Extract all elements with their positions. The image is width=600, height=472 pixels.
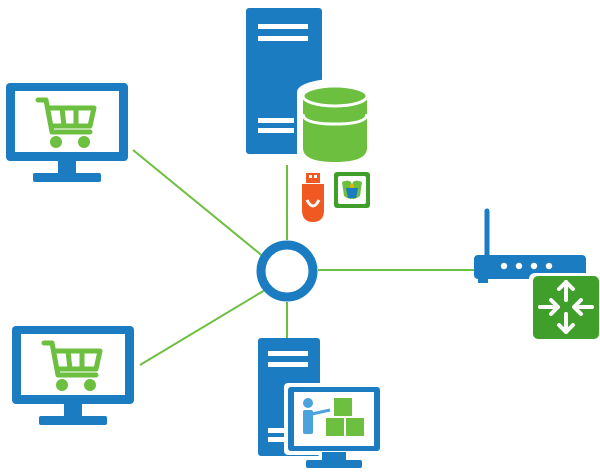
router[interactable]: [474, 208, 600, 341]
router-foot: [478, 277, 488, 283]
server-slot: [268, 351, 308, 356]
server-slot: [268, 437, 298, 442]
server-slot: [268, 428, 298, 433]
link-shop-top: [132, 149, 266, 259]
monitor-neck: [58, 161, 76, 175]
presentation-display-icon: [284, 383, 384, 468]
server-slot: [258, 24, 308, 29]
router-led: [515, 262, 523, 270]
database-icon: [297, 79, 373, 170]
monitor-screen: [15, 91, 119, 152]
monitor-screen: [21, 334, 125, 395]
link-shop-bottom: [139, 289, 266, 366]
monitor-neck: [64, 404, 82, 418]
links: [132, 149, 475, 366]
shop-terminal-top[interactable]: [6, 83, 128, 182]
hub-ring: [256, 240, 318, 302]
monitor-base: [39, 416, 107, 425]
monitor-base: [33, 173, 101, 182]
server-slot: [258, 36, 308, 41]
router-led: [500, 262, 508, 270]
shopping-cart-icon: [35, 97, 97, 148]
server-slot: [268, 362, 308, 367]
shop-terminal-bottom[interactable]: [12, 326, 134, 425]
presentation-server[interactable]: [258, 338, 384, 468]
router-led: [545, 262, 553, 270]
router-arrows-icon: [529, 273, 600, 341]
database-server[interactable]: [246, 8, 373, 222]
server-slot: [258, 118, 294, 123]
emblem-badge-icon: [334, 172, 370, 208]
server-slot: [258, 128, 294, 133]
shopping-cart-icon: [41, 340, 103, 391]
router-led: [530, 262, 538, 270]
usb-token-icon: [302, 173, 324, 222]
